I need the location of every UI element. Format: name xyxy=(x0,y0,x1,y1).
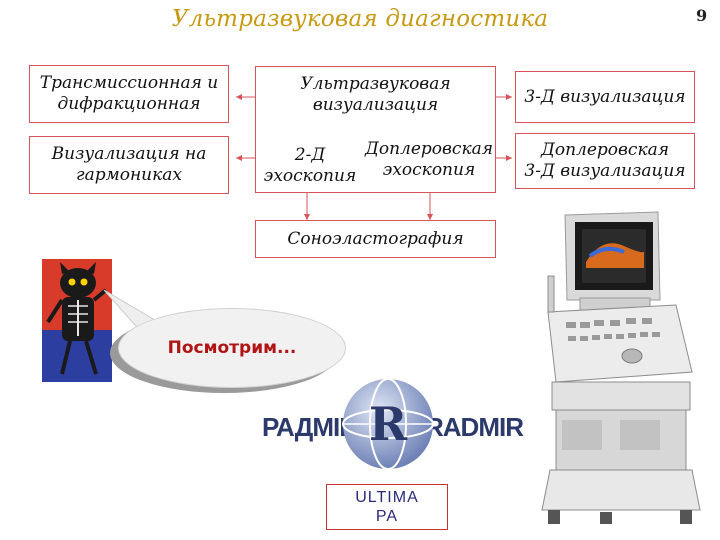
product-label-line2: PA xyxy=(375,508,399,525)
box-2d-echoscopy-label: 2-Д эхоскопия xyxy=(263,145,357,186)
box-harmonic-imaging: Визуализация на гармониках xyxy=(29,136,229,194)
box-sonoelastography-label: Соноэластография xyxy=(287,228,464,249)
svg-text:R: R xyxy=(369,397,408,451)
box-sonoelastography: Соноэластография xyxy=(255,220,496,258)
speech-bubble: Посмотрим... xyxy=(118,308,346,388)
box-ultrasound-imaging-label: Ультразвуковая визуализация xyxy=(300,74,451,115)
product-label: ULTIMA PA xyxy=(326,484,448,530)
box-doppler-3d-imaging-label: Доплеровская 3-Д визуализация xyxy=(524,140,686,181)
page-number: 9 xyxy=(696,6,708,25)
product-label-line1: ULTIMA xyxy=(355,489,419,506)
box-ultrasound-imaging: Ультразвуковая визуализация 2-Д эхоскопи… xyxy=(255,66,496,193)
speech-bubble-text: Посмотрим... xyxy=(167,338,297,358)
box-3d-imaging: 3-Д визуализация xyxy=(515,71,695,123)
box-transmission-diffraction: Трансмиссионная и дифракционная xyxy=(29,65,229,123)
box-doppler-3d-imaging: Доплеровская 3-Д визуализация xyxy=(515,133,695,189)
box-harmonic-imaging-label: Визуализация на гармониках xyxy=(51,144,207,185)
page-title: Ультразвуковая диагностика xyxy=(171,6,549,32)
logo-text-cyrillic: РАДМІР xyxy=(262,412,357,442)
box-doppler-echoscopy-label: Доплеровская эхоскопия xyxy=(365,139,493,180)
logo-text-latin: RADMIR xyxy=(425,412,524,442)
box-3d-imaging-label: 3-Д визуализация xyxy=(524,86,686,107)
box-transmission-diffraction-label: Трансмиссионная и дифракционная xyxy=(39,73,219,114)
